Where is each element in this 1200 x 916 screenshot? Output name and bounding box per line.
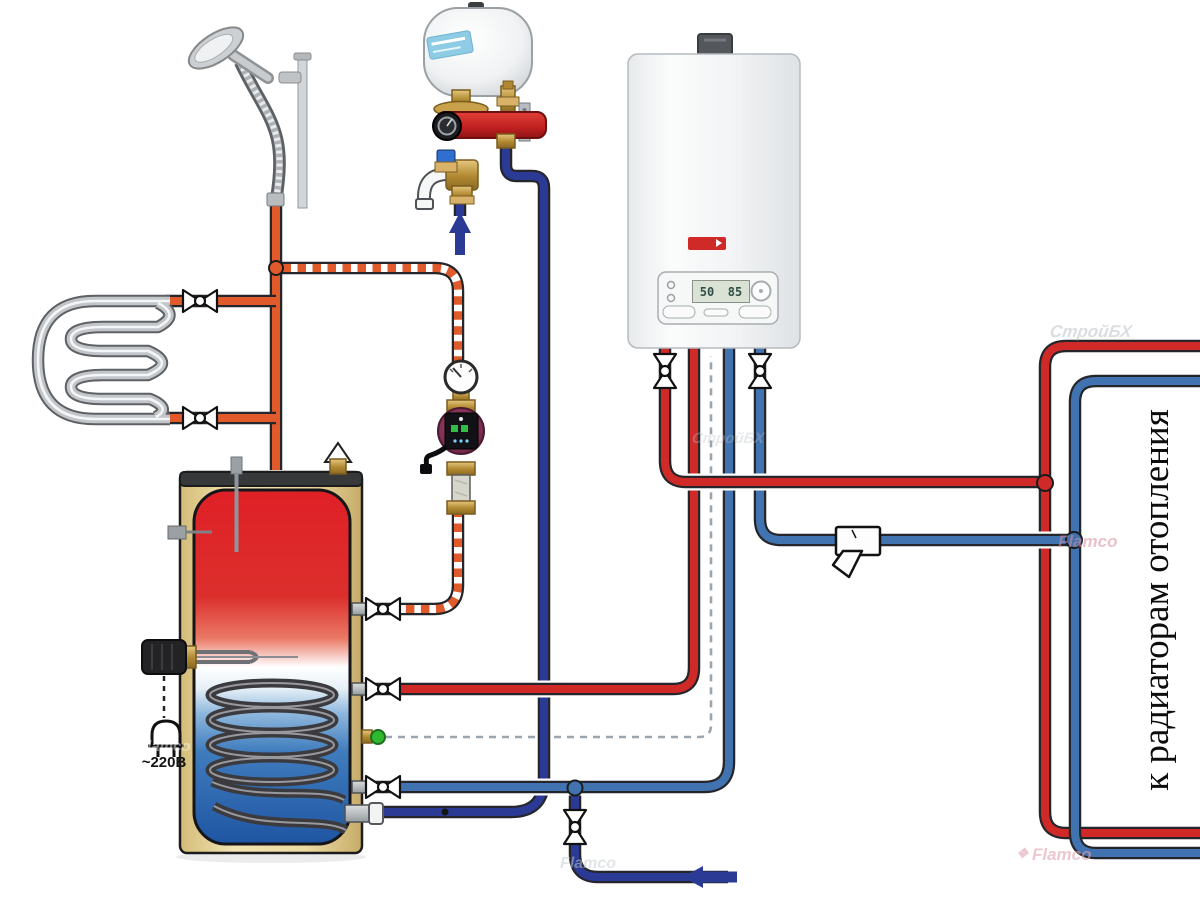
pump-nut-bottom (446, 500, 476, 515)
valve-boiler-return (747, 352, 773, 390)
boiler-button-left (662, 305, 696, 319)
pipe-towel-rail-branches (166, 301, 276, 418)
flow-arrow-up (449, 212, 471, 255)
shower-assembly (187, 26, 312, 209)
shower-head (187, 26, 245, 70)
valve-towel-bottom (181, 405, 219, 431)
drain-cap (368, 802, 384, 825)
towel-rail (38, 301, 170, 419)
shower-holder (278, 71, 302, 84)
voltage-label: ~220В (141, 754, 187, 771)
boiler-button-middle (703, 308, 729, 317)
expansion-tank (423, 7, 533, 97)
power-plug-icon (148, 719, 184, 757)
valve-tank-coil-out (364, 774, 402, 800)
watermark-flamco-diamond: ❖ (1016, 845, 1029, 861)
watermark-stroy-2: СтройБХ (690, 430, 766, 447)
watermark-flamco-2: Flamco (1032, 845, 1092, 864)
watermark-flamco-3: Flamco (560, 855, 617, 872)
indirect-water-heater (141, 441, 449, 863)
heating-coil (205, 678, 349, 835)
electric-heating-element (141, 639, 298, 675)
expansion-tank-group (423, 2, 547, 149)
pump-cable-connector (420, 464, 432, 474)
heater-top-band (179, 471, 363, 487)
thermometer-well-cap (230, 456, 243, 475)
valve-towel-top (181, 288, 219, 314)
pipe-coil-flow-to-tank (362, 344, 694, 689)
heating-mode-icon (666, 280, 676, 290)
valve-cold-main (562, 808, 588, 846)
recirculation-pump-group (420, 359, 485, 515)
hose-fitting (266, 192, 285, 207)
drain-spout (419, 169, 449, 201)
pump-display-digit (451, 425, 458, 432)
sensor-pocket (167, 525, 187, 540)
flow-arrow-left (683, 866, 737, 888)
y-strainer (831, 525, 882, 579)
dhw-mode-icon (666, 293, 676, 303)
watermark-flamco-1: Flamco (1058, 532, 1118, 551)
pump-union-bottom (446, 461, 476, 476)
expansion-tank-label (426, 30, 474, 60)
boiler-lcd-left: 50 (699, 284, 715, 299)
valve-tank-recirc (364, 596, 402, 622)
valve-boiler-flow (652, 352, 678, 390)
boiler-button-right (738, 305, 772, 319)
radiators-label: к радиаторам отопления (1136, 409, 1177, 791)
watermark-stroy-1: СтройБХ (1048, 322, 1134, 341)
boiler-lcd: 50 85 (692, 280, 750, 303)
junction-dot-heating-return (1065, 531, 1083, 549)
watermark-flamco-4: Flamco (138, 738, 191, 755)
shower-hose-texture (237, 60, 283, 201)
junction-dot-heating-flow (1036, 474, 1054, 492)
air-vent-fitting (329, 458, 347, 475)
valve-tank-coil-in (364, 676, 402, 702)
pump-display-digit2 (461, 425, 468, 432)
cold-inlet-group (415, 149, 479, 210)
spout-opening (415, 198, 434, 210)
manifold-outlet-nut (496, 133, 516, 149)
junction-dot-dhw (268, 260, 284, 276)
safety-valve-cap (502, 80, 514, 90)
shower-bar-cap (293, 52, 312, 61)
dielectric-fitting (451, 474, 471, 504)
safety-valve-hex (496, 96, 520, 107)
drain-point-dot (441, 808, 449, 816)
junction-dot-cold (566, 779, 584, 797)
boiler-lcd-right: 85 (727, 284, 743, 299)
green-indicator-dot (370, 729, 386, 745)
check-valve-hex (434, 161, 458, 173)
